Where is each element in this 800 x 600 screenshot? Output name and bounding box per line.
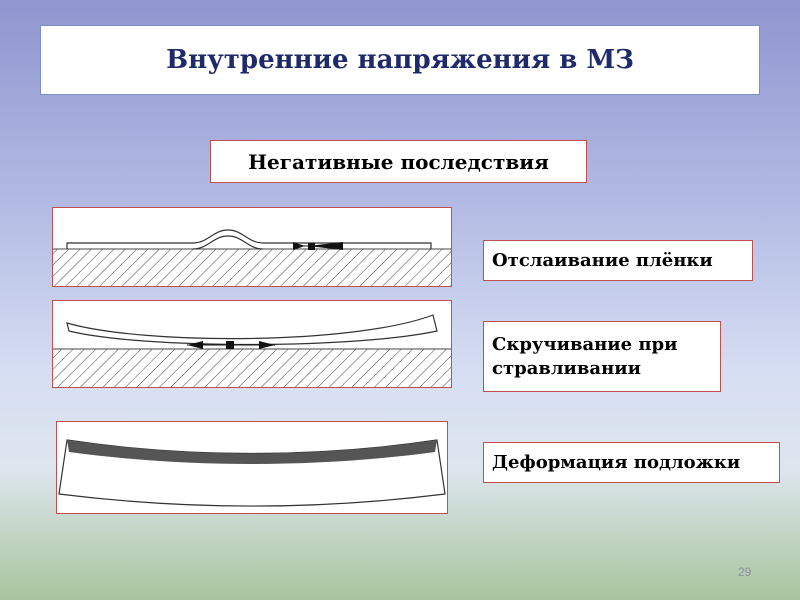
substrate-hatched bbox=[53, 349, 451, 387]
diagram-film-peeling bbox=[52, 207, 452, 287]
tension-arrows bbox=[187, 341, 275, 349]
substrate-hatched bbox=[53, 249, 451, 286]
diagram-substrate-deformation bbox=[56, 421, 448, 514]
compression-arrows bbox=[293, 242, 343, 250]
curled-film bbox=[66, 314, 438, 346]
subtitle-negative-consequences: Негативные последствия bbox=[210, 140, 587, 183]
film-with-blister bbox=[66, 229, 432, 249]
label-substrate-deformation: Деформация подложки bbox=[483, 442, 780, 483]
slide-title: Внутренние напряжения в МЗ bbox=[40, 25, 760, 95]
label-film-peeling: Отслаивание плёнки bbox=[483, 240, 753, 281]
label-curling-on-etching: Скручивание при стравливании bbox=[483, 321, 721, 392]
diagram-film-curling bbox=[52, 300, 452, 388]
page-number: 29 bbox=[738, 565, 752, 579]
film-dark-layer bbox=[67, 440, 437, 464]
